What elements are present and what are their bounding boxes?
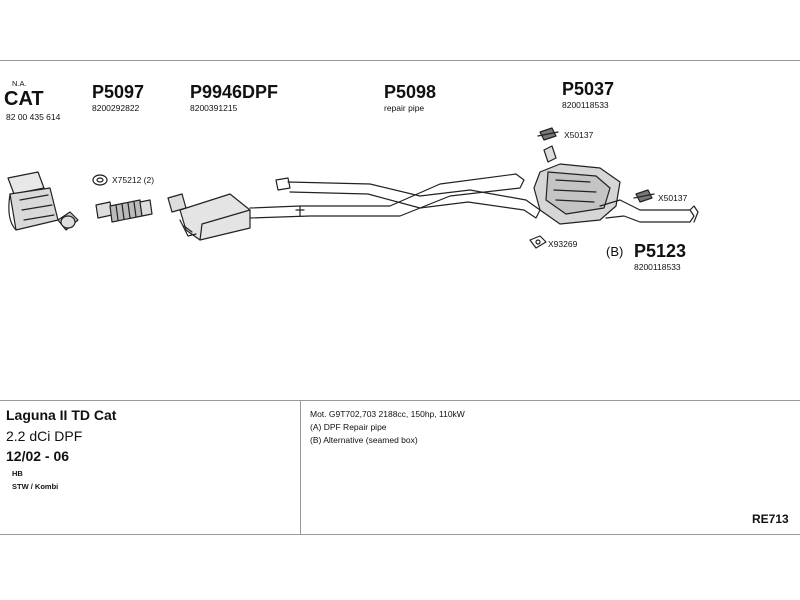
cat-qualifier: N.A. [12,79,27,88]
note-alternative: (B) Alternative (seamed box) [310,435,418,445]
part-number-p9946dpf: 8200391215 [190,103,238,113]
vehicle-model: Laguna II TD Cat [6,407,117,423]
body-type-stw: STW / Kombi [12,482,59,491]
rear-silencer-p5037-drawing [533,145,699,225]
part-number-p5097: 8200292822 [92,103,140,113]
note-dpf-repair: (A) DPF Repair pipe [310,422,387,432]
flex-pipe-p5097-drawing [95,199,153,223]
exhaust-diagram [7,127,699,249]
body-type-hb: HB [12,469,23,478]
part-code-p5037: P5037 [562,79,615,99]
clamp-x50137-top-drawing [537,127,559,141]
info-divider-vertical [300,400,301,535]
fitting-x50137-right: X50137 [658,193,688,203]
info-divider-horizontal [0,400,800,401]
fitting-x75212: X75212 (2) [112,175,155,185]
diagram-sheet [0,60,800,535]
fitting-x93269: X93269 [548,239,578,249]
rubber-mount-x93269-drawing [529,235,547,249]
intermediate-pipe-p5098-drawing [249,173,541,219]
fitting-x50137-top: X50137 [564,130,594,140]
clamp-x50137-right-drawing [633,189,655,203]
diagram-code: RE713 [752,512,789,526]
part-number-p5123: 8200118533 [634,262,681,272]
dpf-p9946-drawing [167,193,251,241]
cat-part-number: 82 00 435 614 [6,112,61,122]
part-code-p5097: P5097 [92,82,145,102]
catalytic-converter-drawing [7,171,79,231]
part-code-p5098: P5098 [384,82,437,102]
note-engine: Mot. G9T702,703 2188cc, 150hp, 110kW [310,409,465,419]
vehicle-years: 12/02 - 06 [6,448,70,464]
cat-label: CAT [4,88,44,110]
part-prefix-p5123: (B) [606,244,624,259]
vehicle-engine: 2.2 dCi DPF [6,428,83,444]
part-number-p5037: 8200118533 [562,100,609,110]
part-note-p5098: repair pipe [384,103,425,113]
part-code-p9946dpf: P9946DPF [190,82,279,102]
part-code-p5123: P5123 [634,241,687,261]
gasket-x75212-drawing [92,174,108,186]
